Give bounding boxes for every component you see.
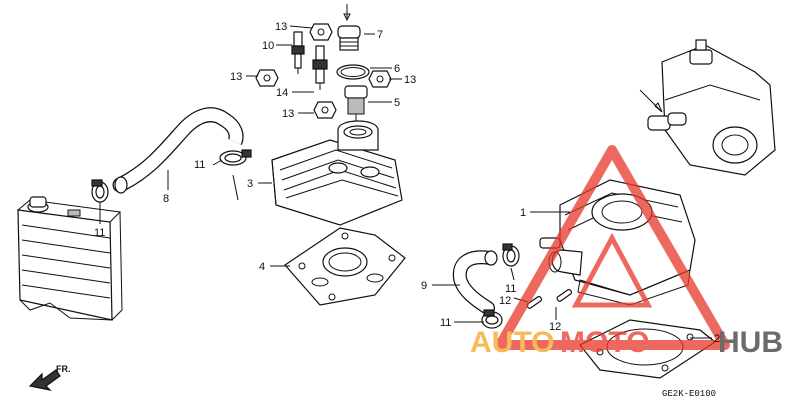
callout-6: 6	[394, 63, 400, 75]
spark-plug-drawing	[312, 45, 328, 90]
watermark-triangle-icon	[495, 145, 730, 350]
thermo-unit-drawing	[344, 85, 368, 122]
callout-3: 3	[247, 178, 253, 190]
hose-clamp-drawing	[481, 309, 503, 329]
crankcase-drawing	[639, 39, 776, 176]
o-ring-drawing	[336, 64, 370, 80]
hose-clamp-drawing	[91, 179, 109, 203]
leader-lines	[99, 25, 712, 339]
callout-7: 7	[377, 29, 383, 41]
nut-drawing	[313, 101, 337, 119]
radiator-drawing	[17, 196, 123, 321]
callout-8: 8	[163, 193, 169, 205]
callout-14: 14	[276, 87, 288, 99]
watermark: AUTO MOTO HUB	[470, 145, 783, 359]
callout-4: 4	[259, 261, 265, 273]
callout-12: 12	[549, 321, 561, 333]
nut-drawing	[309, 23, 333, 41]
callout-labels: 13 10 13 7 6 13 14 14 13 5 11 3 8 11 4 1…	[94, 21, 720, 345]
callout-13: 13	[282, 108, 294, 120]
water-hose-upper-drawing	[112, 107, 244, 194]
callout-2: 2	[714, 333, 720, 345]
nut-drawing	[368, 70, 392, 88]
spark-plug-drawing	[291, 31, 305, 74]
head-gasket-drawing	[284, 227, 406, 306]
temperature-sensor-drawing	[337, 4, 361, 51]
watermark-text-moto: MOTO	[560, 326, 649, 359]
hose-clamp-drawing	[502, 243, 520, 281]
callout-12: 12	[499, 295, 511, 307]
water-hose-lower-drawing	[452, 250, 498, 315]
callout-10: 10	[262, 40, 274, 52]
callout-13: 13	[404, 74, 416, 86]
callout-11: 11	[440, 317, 451, 329]
callout-11: 11	[194, 159, 205, 171]
callout-13: 13	[230, 71, 242, 83]
dowel-pin-drawing	[556, 288, 573, 302]
front-direction-arrow: FR.	[28, 364, 71, 391]
callout-9: 9	[421, 280, 427, 292]
drawing-code: GE2K-E0100	[662, 389, 716, 399]
callout-13: 13	[275, 21, 287, 33]
dowel-pin-drawing	[526, 295, 543, 309]
callout-11: 11	[505, 283, 516, 295]
callout-1: 1	[520, 207, 526, 219]
callout-11: 11	[94, 227, 105, 239]
nut-drawing	[255, 69, 279, 87]
watermark-text-auto: AUTO	[470, 326, 554, 359]
watermark-inner-triangle-icon	[571, 232, 653, 308]
callout-5: 5	[394, 97, 400, 109]
front-direction-label: FR.	[56, 364, 71, 374]
cylinder-head-drawing	[271, 120, 403, 226]
hose-clamp-drawing	[219, 149, 252, 201]
watermark-text-hub: HUB	[718, 326, 783, 359]
